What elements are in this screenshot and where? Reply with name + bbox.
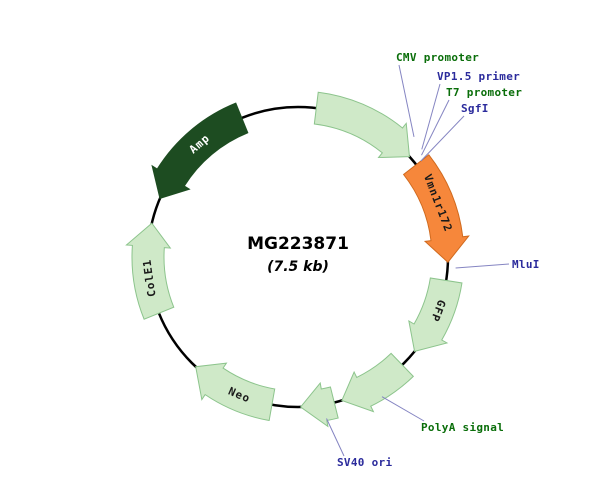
t7-promoter-leader-line: [421, 99, 450, 156]
sgfi-site-leader-line: [420, 115, 465, 162]
polya-signal-leader-line: [381, 396, 425, 422]
t7-promoter-label: T7 promoter: [446, 86, 522, 99]
vmn1r172-gene-arrow: [402, 154, 470, 263]
sv40-ori-label: SV40 ori: [337, 456, 392, 469]
vp15-primer-label: VP1.5 primer: [437, 70, 520, 83]
cole1-label: ColE1: [140, 258, 158, 298]
polya-signal-arrow-arrow: [341, 352, 415, 413]
sv40-ori-arrow-arrow: [299, 381, 339, 428]
gfp-arrow: [408, 277, 463, 353]
cmv-promoter-arc-arrow: [313, 91, 411, 159]
cole1-arrow: [125, 222, 175, 320]
neo-arrow: [195, 362, 276, 422]
cmv-promoter-leader-line: [398, 64, 415, 138]
mlui-site-leader-line: [455, 263, 510, 269]
sv40-ori-leader-line: [326, 418, 345, 457]
sgfi-site-label: SgfI: [461, 102, 489, 115]
plasmid-name: MG223871: [247, 234, 349, 254]
cmv-promoter-label: CMV promoter: [396, 51, 479, 64]
plasmid-size: (7.5 kb): [267, 259, 329, 275]
vp15-primer-leader-line: [421, 83, 441, 150]
amp-arrow: [151, 102, 249, 200]
mlui-site-label: MluI: [512, 258, 540, 271]
polya-signal-label: PolyA signal: [421, 421, 504, 434]
